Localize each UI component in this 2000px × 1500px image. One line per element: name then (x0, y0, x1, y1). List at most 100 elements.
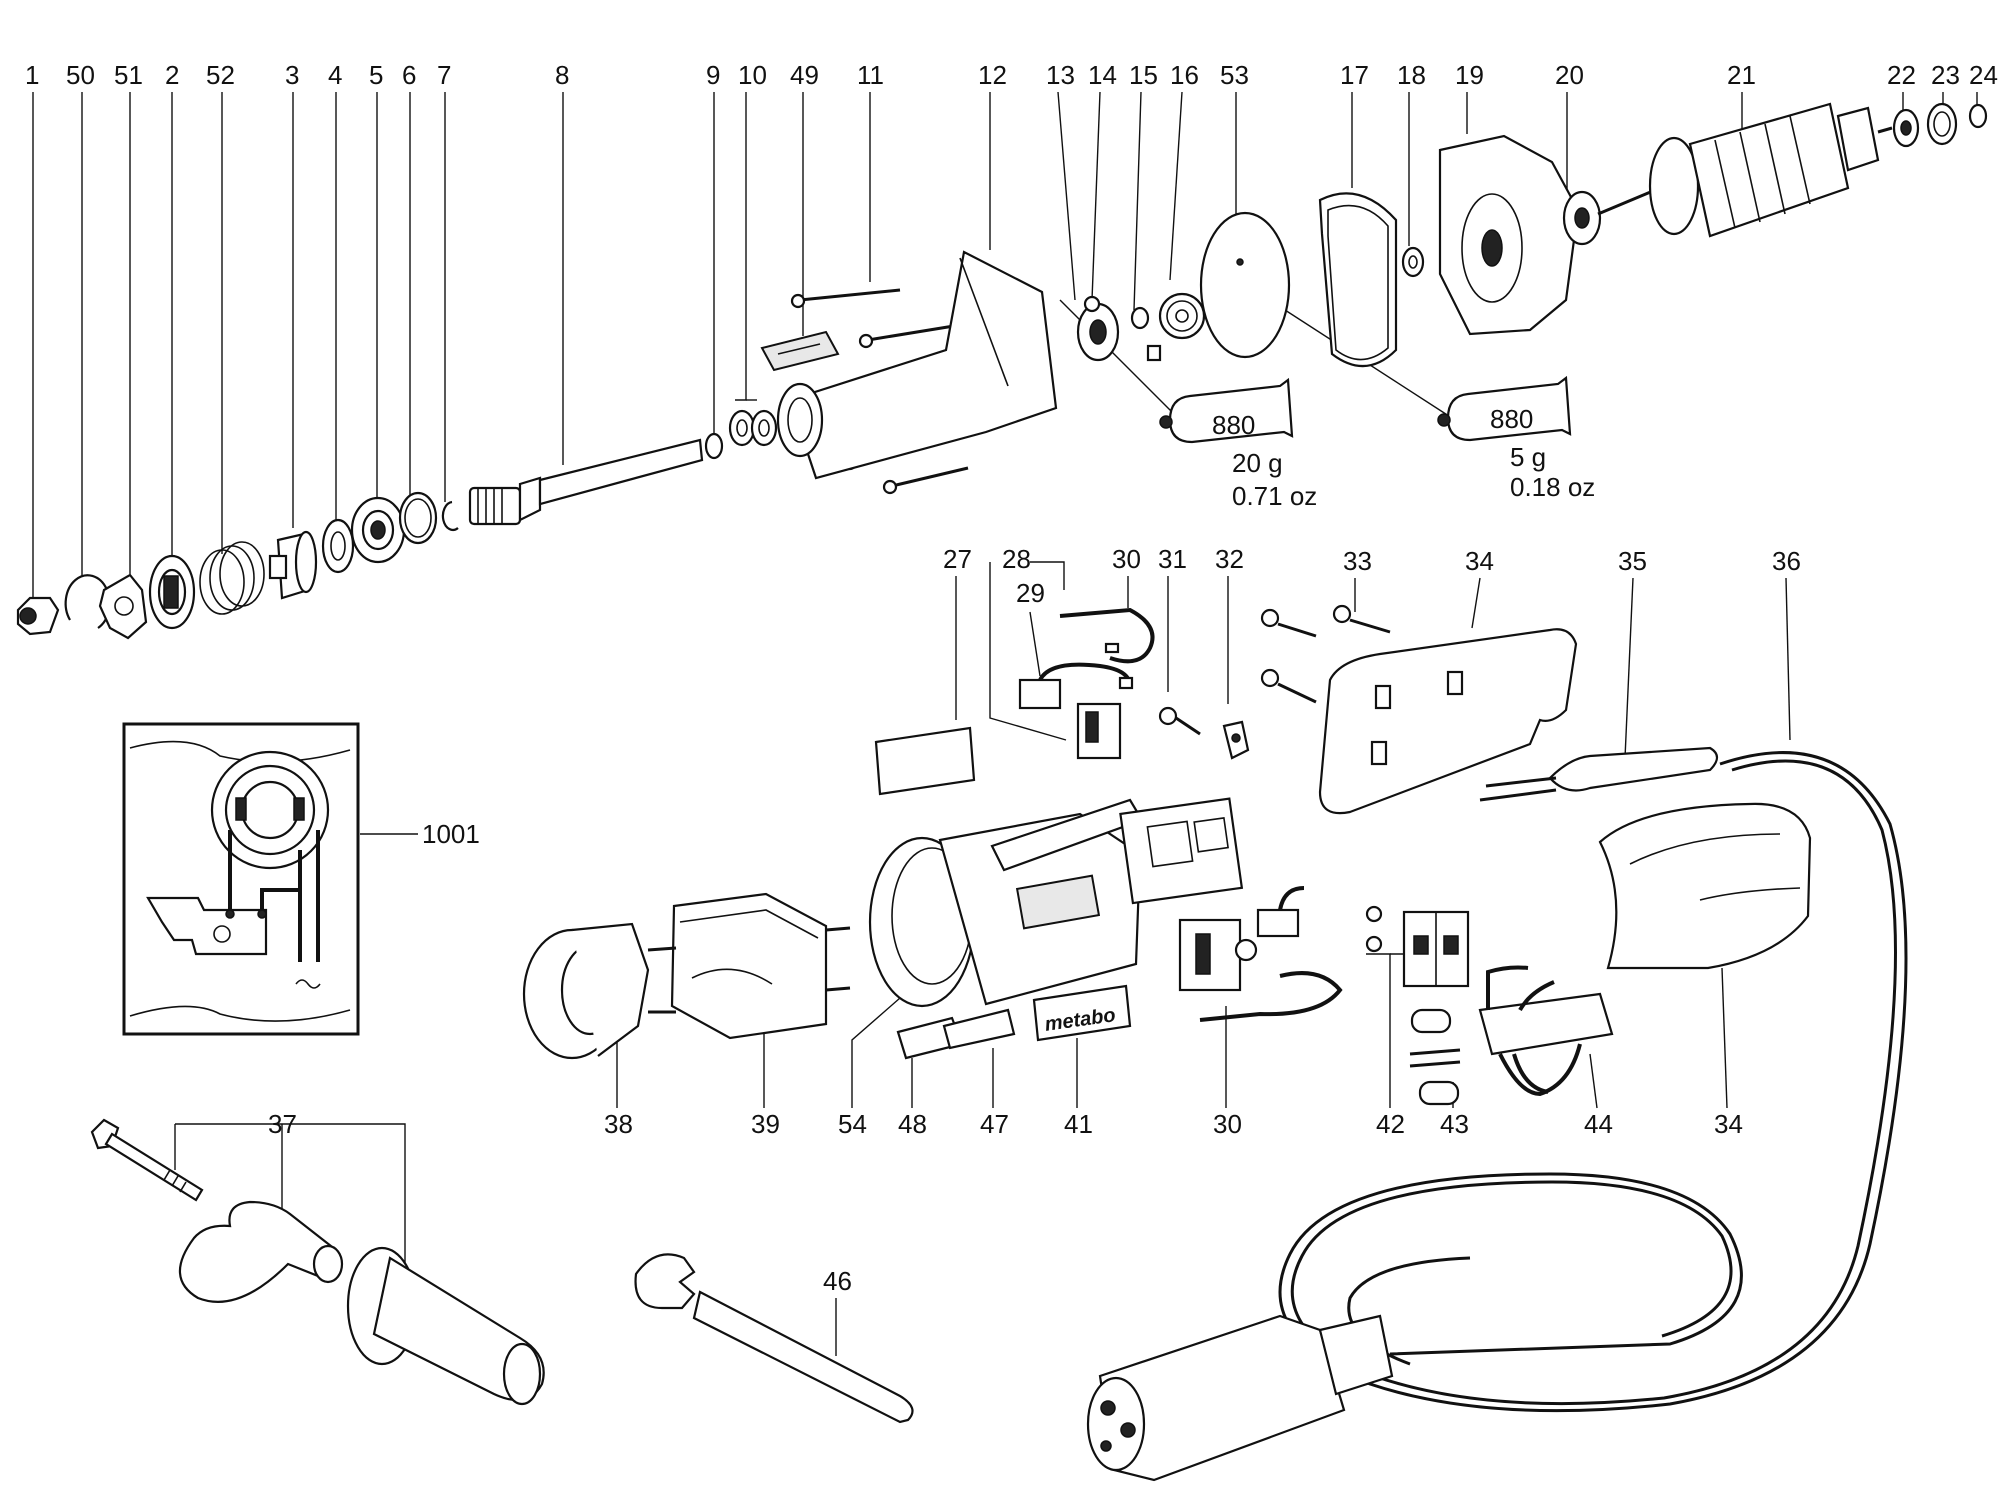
ring-4 (321, 518, 355, 574)
retaining-ring-7 (441, 500, 459, 531)
callout-17: 17 (1340, 60, 1369, 90)
callout-42: 42 (1376, 1109, 1405, 1139)
callout-35: 35 (1618, 546, 1647, 576)
callout-39: 39 (751, 1109, 780, 1139)
middle-callouts: 27 28 29 30 31 32 33 34 35 36 1001 38 39… (268, 544, 1801, 1296)
grease-tube-code: 880 (1490, 404, 1533, 434)
plug (1086, 1314, 1394, 1482)
bearing-20 (1562, 190, 1602, 246)
callout-30-upper: 30 (1112, 544, 1141, 574)
washer-18 (1401, 246, 1425, 278)
callout-7: 7 (437, 60, 451, 90)
callout-47: 47 (980, 1109, 1009, 1139)
callout-12: 12 (978, 60, 1007, 90)
top-leader-lines (32, 91, 1978, 598)
bearing-22 (1892, 108, 1920, 148)
side-handle-37 (90, 1118, 545, 1406)
wiring-diagram-1001 (122, 722, 360, 1036)
callout-30-lower: 30 (1213, 1109, 1242, 1139)
sleeve-23 (1926, 102, 1958, 146)
screws-42 (1365, 905, 1383, 953)
ball-bearing-5 (350, 496, 406, 564)
callout-3: 3 (285, 60, 299, 90)
gear-housing-12 (776, 250, 1058, 480)
gasket-17 (1318, 192, 1398, 368)
callout-1001: 1001 (422, 819, 480, 849)
grease-tube-mass: 20 g (1232, 448, 1283, 478)
callout-18: 18 (1397, 60, 1426, 90)
callout-28: 28 (1002, 544, 1031, 574)
screws-33 (1260, 604, 1391, 704)
callout-33: 33 (1343, 546, 1372, 576)
callout-4: 4 (328, 60, 342, 90)
callout-21: 21 (1727, 60, 1756, 90)
brush-holder-assembly-30 (1178, 886, 1343, 1022)
lock-plate-51 (98, 573, 148, 640)
callout-24: 24 (1969, 60, 1998, 90)
callout-14: 14 (1088, 60, 1117, 90)
cable-30-upper (1059, 607, 1155, 664)
bearing-plate-19 (1438, 134, 1580, 336)
callout-23: 23 (1931, 60, 1960, 90)
gasket-53 (1199, 211, 1291, 359)
callout-44: 44 (1584, 1109, 1613, 1139)
washer-15 (1130, 306, 1150, 330)
callout-34-lower: 34 (1714, 1109, 1743, 1139)
callout-36: 36 (1772, 546, 1801, 576)
callout-32: 32 (1215, 544, 1244, 574)
power-cable-35-36 (1278, 746, 1908, 1413)
callout-8: 8 (555, 60, 569, 90)
callout-53: 53 (1220, 60, 1249, 90)
grease-tube-mass-oz: 0.71 oz (1232, 481, 1317, 511)
callout-13: 13 (1046, 60, 1075, 90)
field-stator-39 (647, 892, 851, 1040)
key-14b (1146, 344, 1162, 362)
foil-47 (942, 1008, 1016, 1050)
callout-2: 2 (165, 60, 179, 90)
motor-housing-54 (868, 797, 1244, 1008)
callout-11: 11 (857, 60, 884, 90)
callout-46: 46 (823, 1266, 852, 1296)
clamp-32 (1222, 720, 1250, 760)
capacitors-43 (1410, 1008, 1460, 1106)
o-ring-6 (398, 491, 438, 545)
armature-21 (1597, 102, 1893, 238)
washer-9 (704, 432, 724, 460)
middle-leader-lines (174, 561, 1791, 1356)
callout-22: 22 (1887, 60, 1916, 90)
callout-50: 50 (66, 60, 95, 90)
handle-shell-34-upper (1318, 628, 1578, 815)
grease-tube-20g: 880 20 g 0.71 oz (1159, 377, 1317, 511)
name-plate-41: metabo (1032, 984, 1132, 1042)
callout-34-upper: 34 (1465, 546, 1494, 576)
gear-16 (1158, 292, 1206, 340)
callout-38: 38 (604, 1109, 633, 1139)
bearing-13 (1076, 302, 1120, 362)
callout-49: 49 (790, 60, 819, 90)
callout-41: 41 (1064, 1109, 1093, 1139)
callout-19: 19 (1455, 60, 1484, 90)
label-49 (760, 330, 840, 372)
callout-16: 16 (1170, 60, 1199, 90)
spanner-46 (634, 1253, 914, 1424)
washer-24 (1968, 103, 1988, 129)
callout-5: 5 (369, 60, 383, 90)
grease-tube-5g: 880 5 g 0.18 oz (1437, 375, 1595, 502)
spindle-nut-1 (16, 596, 60, 636)
terminal-block-42 (1402, 910, 1470, 988)
label-27 (874, 726, 976, 796)
brush-holder-28 (1076, 702, 1122, 760)
callout-9: 9 (706, 60, 720, 90)
grease-tube-mass-oz: 0.18 oz (1510, 472, 1595, 502)
top-callouts: 1 50 51 2 52 3 4 5 6 7 8 9 10 49 11 12 1… (25, 60, 1998, 90)
clamp-flange-2 (148, 554, 196, 630)
washers-10 (728, 409, 778, 447)
callout-43: 43 (1440, 1109, 1469, 1139)
callout-29: 29 (1016, 578, 1045, 608)
callout-54: 54 (838, 1109, 867, 1139)
callout-15: 15 (1129, 60, 1158, 90)
spring-52 (199, 541, 265, 615)
callout-10: 10 (738, 60, 767, 90)
